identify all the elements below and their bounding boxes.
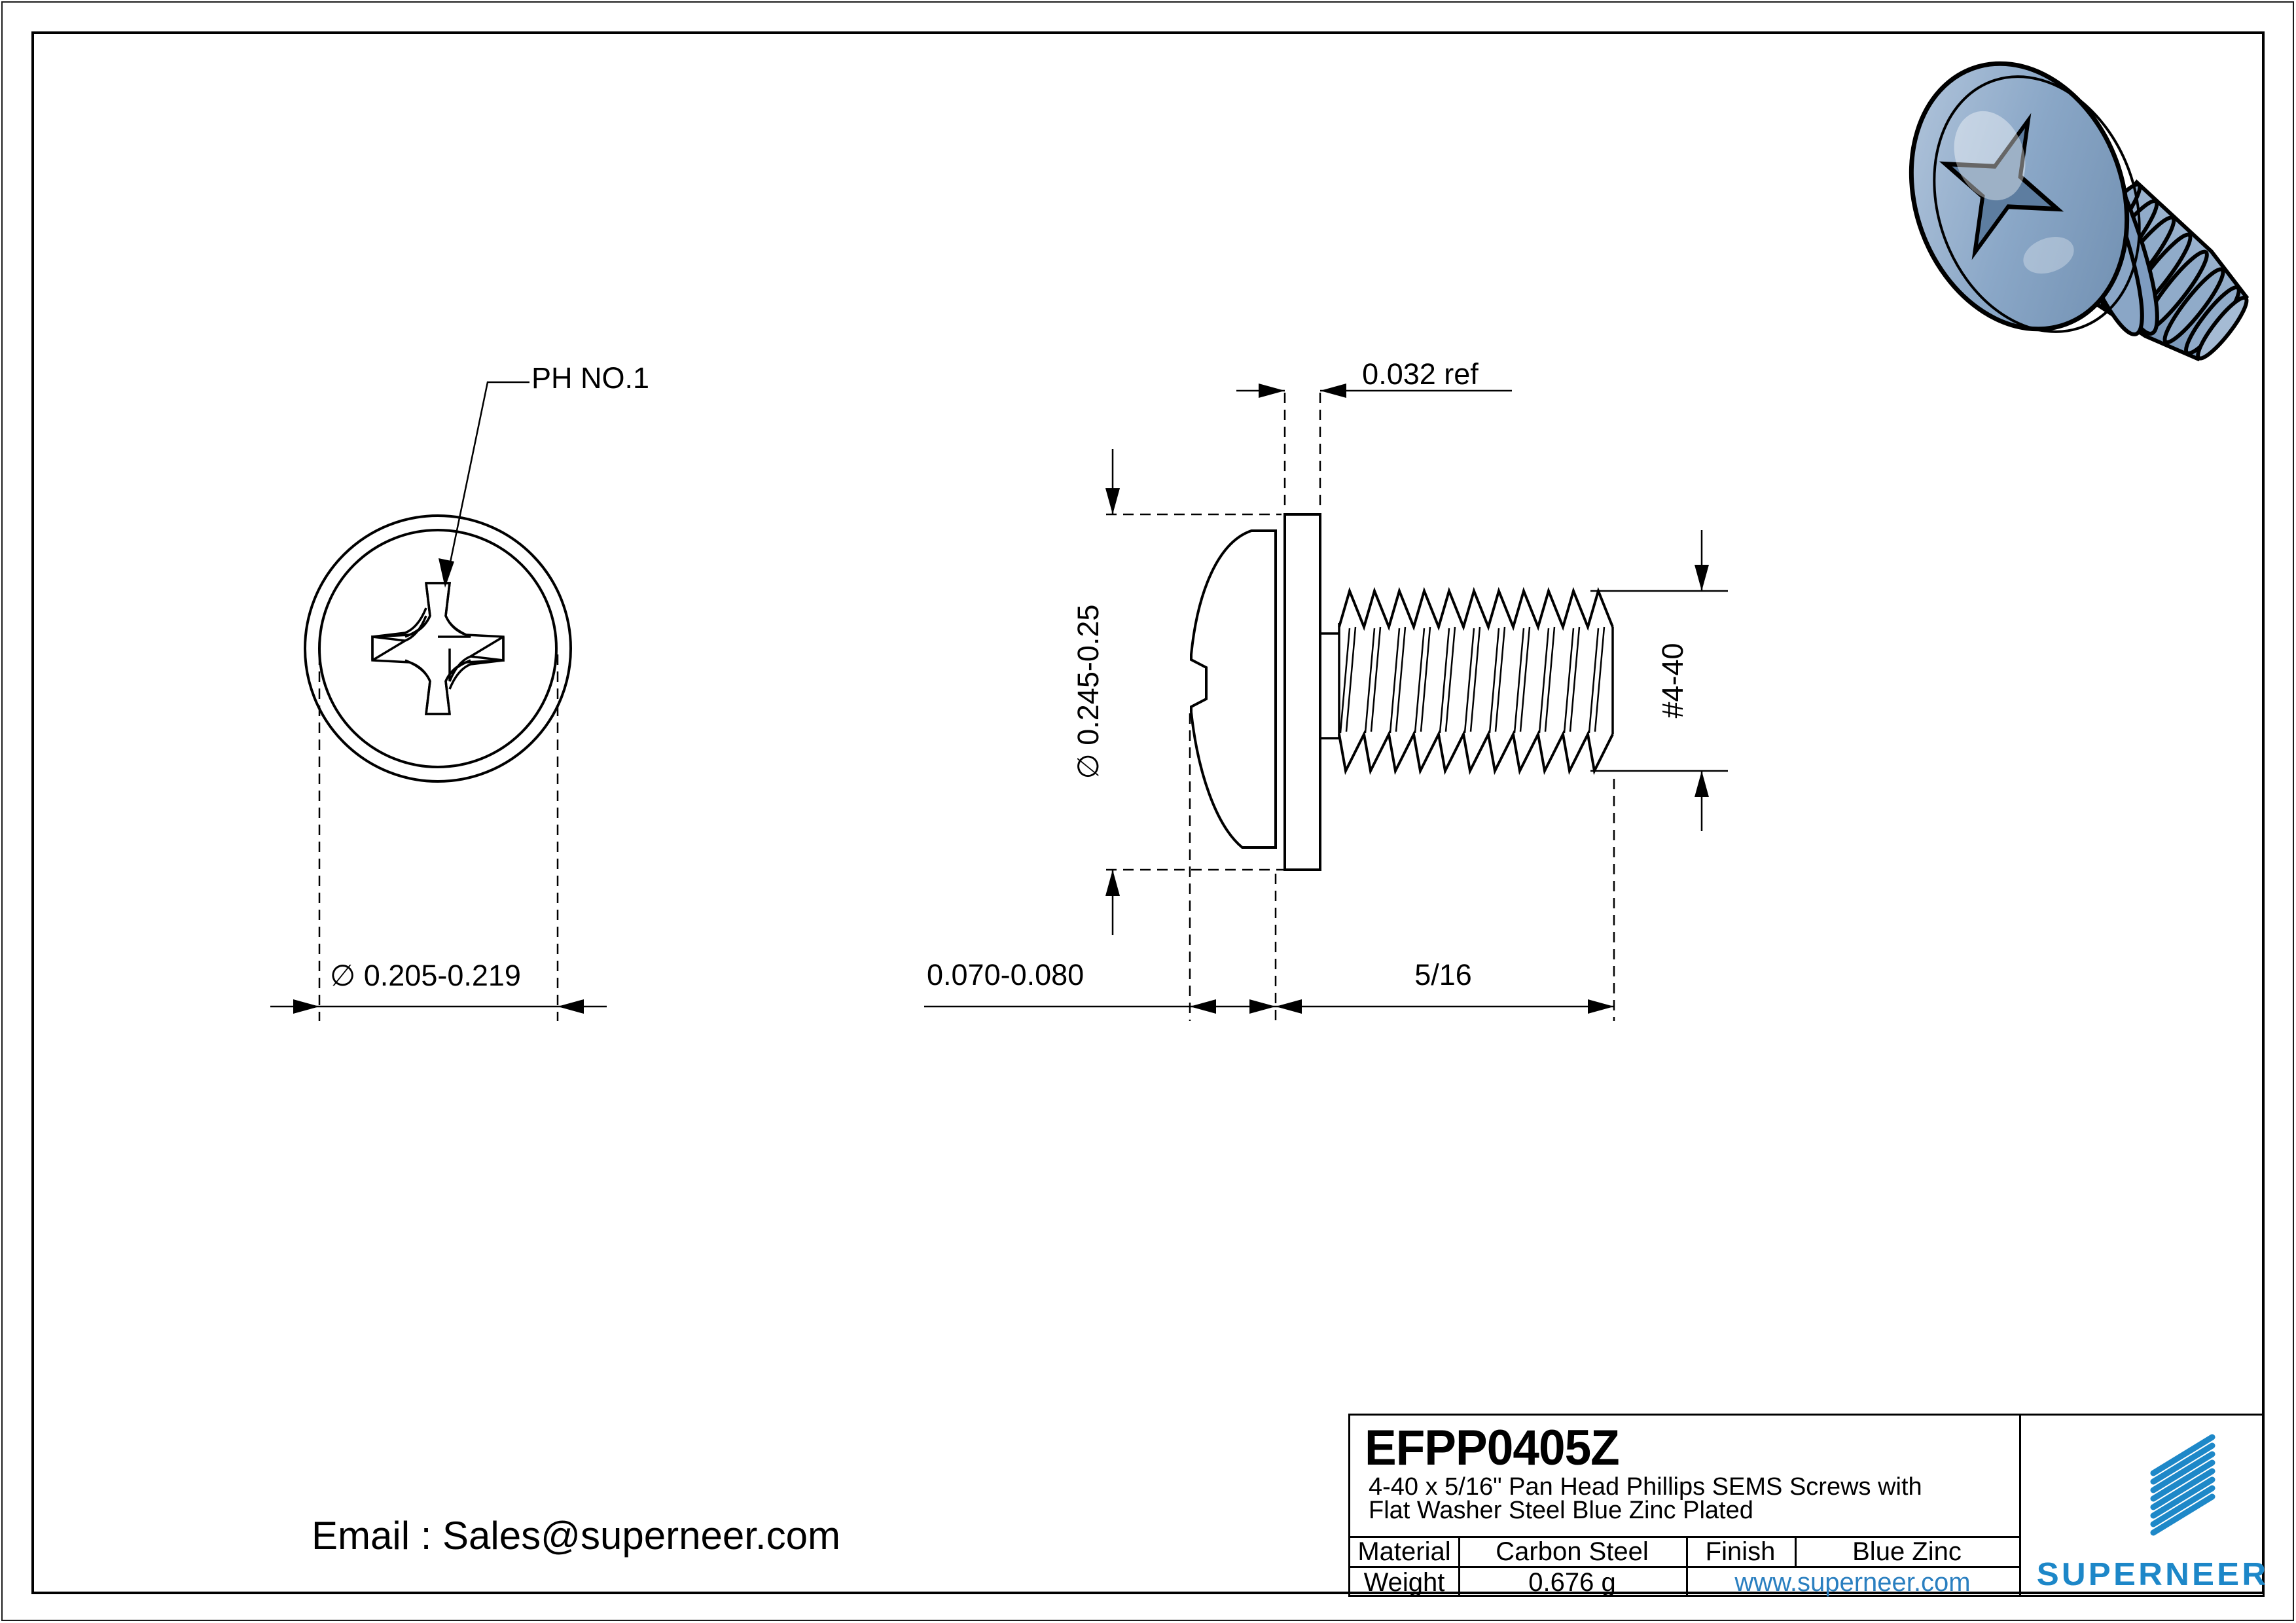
- title-block: EFPP0405Z 4-40 x 5/16" Pan Head Phillips…: [1348, 1414, 2266, 1597]
- thread-size-dim: #4-40: [1656, 643, 1689, 719]
- thread-3d-tip: [2196, 295, 2249, 361]
- drive-type-label: PH NO.1: [531, 361, 650, 395]
- contact-email: Email : Sales@superneer.com: [312, 1514, 840, 1558]
- phillips-3d-star: [1939, 113, 2064, 260]
- superneer-wordmark: SUPERNEER: [2036, 1557, 2269, 1592]
- washer-thickness-dim: 0.032 ref: [1362, 357, 1479, 391]
- spec-table-top-rule: [1350, 1536, 2019, 1538]
- flat-washer-profile: [1283, 513, 1321, 871]
- head-height-dim: 0.070-0.080: [927, 958, 1085, 991]
- front-view: [270, 381, 607, 1021]
- col-rule-2: [1686, 1536, 1688, 1597]
- part-number: EFPP0405Z: [1365, 1420, 1620, 1476]
- sheet-inner-frame: [31, 31, 2265, 1594]
- superneer-logo-mark: [2150, 1434, 2215, 1536]
- head-3d: [1909, 61, 2141, 333]
- material-label: Material: [1357, 1537, 1451, 1566]
- col-rule-3: [1795, 1536, 1797, 1566]
- pan-head-profile: [1190, 529, 1277, 849]
- weight-label: Weight: [1363, 1567, 1445, 1597]
- spec-table-row-rule: [1350, 1566, 2019, 1568]
- weight-value: 0.676 g: [1528, 1567, 1616, 1597]
- thread-top-crests: [1338, 586, 1614, 632]
- material-value: Carbon Steel: [1496, 1537, 1649, 1566]
- ph-leader-line: [445, 381, 529, 582]
- head-3d-highlight: [1954, 111, 2026, 201]
- col-rule-1: [1458, 1536, 1460, 1597]
- finish-value: Blue Zinc: [1852, 1537, 1962, 1566]
- part-description-line1: 4-40 x 5/16" Pan Head Phillips SEMS Scre…: [1369, 1473, 1922, 1501]
- part-description-line2: Flat Washer Steel Blue Zinc Plated: [1369, 1497, 1753, 1524]
- head-diameter-dim: ∅ 0.205-0.219: [330, 959, 521, 992]
- thread-length-dim: 5/16: [1414, 958, 1472, 991]
- ph-leader-arrowhead: [439, 558, 454, 588]
- thread-flank-lines: [1339, 626, 1605, 734]
- thread-bottom-crests: [1338, 730, 1614, 776]
- finish-label: Finish: [1705, 1537, 1776, 1566]
- side-view: [924, 383, 1728, 1021]
- washer-diameter-dim: ∅ 0.245-0.25: [1071, 604, 1105, 779]
- website-link[interactable]: www.superneer.com: [1734, 1567, 1971, 1597]
- title-block-logo-divider: [2019, 1416, 2021, 1595]
